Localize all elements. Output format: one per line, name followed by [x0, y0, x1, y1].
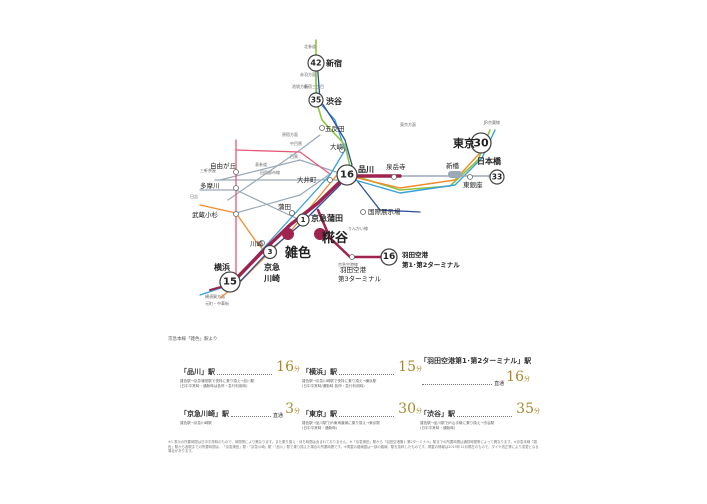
name-tamagawa: 多摩川	[200, 181, 220, 190]
tokyu-oimachi-line	[235, 149, 331, 175]
name-shimbashi: 新橋	[446, 161, 460, 170]
label-yokosuka: 横須賀方面	[205, 293, 225, 299]
zoshiki-marker	[282, 228, 294, 240]
name-musashi-kosugi: 武蔵小杉	[192, 210, 219, 219]
kojiya-marker	[314, 228, 326, 240]
name-keikyu-kawasaki-2: 川崎	[263, 273, 280, 283]
route-name: 「羽田空港第1･第2ターミナル」駅	[420, 357, 532, 365]
name-haneda-1: 羽田空港	[402, 250, 429, 259]
subway-line-2	[227, 134, 321, 201]
name-nihonbashi: 日本橋	[477, 156, 502, 166]
name-yokohama: 横浜	[214, 262, 230, 272]
name-osaki: 大崎	[330, 142, 344, 151]
label-nakameguro: 中目黒	[290, 140, 302, 146]
station-dot-gotanda	[319, 125, 325, 131]
name-kawasaki: 川崎	[250, 239, 264, 248]
name-keikyu-kamata: 京急蒲田	[311, 213, 343, 223]
station-dot-haneda3	[349, 254, 355, 260]
name-oimachi: 大井町	[297, 175, 317, 184]
name-jiyugaoka: 自由が丘	[210, 161, 237, 170]
label-motomachi: 元町・中華街	[205, 300, 229, 306]
station-dot-oimachi	[327, 177, 333, 183]
minutes-shinjuku: 42	[310, 59, 321, 68]
tokyu-ikegami-line	[235, 173, 331, 214]
name-haneda-2: 第1･第2ターミナル	[402, 260, 460, 269]
name-kokusai-tenjijo: 国際展示場	[368, 207, 401, 216]
route-name: 「横浜」駅	[302, 368, 337, 376]
label-hiyoshi: 日吉	[190, 194, 198, 199]
station-dot-kawasaki	[259, 240, 265, 246]
label-tokyo-dir: 東京方面	[400, 121, 416, 127]
keikyu-airport-line	[316, 208, 392, 259]
label-sangenjaya: 三軒茶屋	[200, 167, 216, 173]
name-keikyu-kawasaki-1: 京急	[264, 262, 280, 272]
minutes-shinagawa: 16	[340, 170, 354, 181]
station-dot-sengakuji	[391, 174, 397, 180]
label-keikyu-line: 京急空港線	[338, 261, 358, 267]
name-kamata: 蒲田	[278, 202, 291, 211]
shimbashi-marker	[448, 171, 462, 178]
jr-keihin-tohoku	[231, 59, 353, 291]
route-name: 「品川」駅	[180, 368, 215, 376]
label-kitasando: 北参道	[304, 43, 316, 49]
minutes-nihonbashi: 33	[492, 173, 502, 182]
station-dot-tamagawa	[233, 185, 239, 191]
label-kyoyo: JR京葉線	[483, 119, 500, 125]
route-name: 「渋谷」駅	[420, 410, 455, 418]
label-akabane: 赤羽方面	[300, 71, 316, 77]
footnote: ※1 表示の所要時間は日中平常時のもので、時間帯により異なります。また乗り換え・…	[168, 440, 539, 454]
name-shinjuku: 新宿	[326, 58, 342, 68]
name-sengakuji: 泉岳寺	[386, 162, 406, 171]
label-rinkai: りんかい線	[348, 225, 368, 231]
stop-markers: 42 35 30 33 16 1 3 15 16	[219, 54, 505, 293]
name-shibuya: 渋谷	[326, 96, 343, 106]
direction-labels: 北参道 池袋方面 新宿三丁目 赤羽方面 原宿方面 表参道 東京方面 三軒茶屋 田…	[190, 43, 500, 306]
label-harajuku: 原宿方面	[282, 131, 298, 137]
name-haneda3-2: 第3ターミナル	[338, 274, 382, 283]
station-dot-jiyugaoka	[233, 169, 239, 175]
label-meguro: 目黒	[290, 154, 298, 159]
minutes-haneda: 16	[383, 252, 396, 262]
label-omotesando: 表参道	[255, 161, 267, 167]
name-kojiya: 糀谷	[322, 230, 349, 246]
station-dot-musashikosugi	[233, 211, 239, 217]
minutes-keikyu-kamata: 1	[301, 216, 306, 224]
rinkai-line	[354, 177, 421, 213]
minutes-yokohama: 15	[223, 277, 237, 288]
minutes-tokyo: 30	[473, 137, 489, 150]
tokyu-meguro-line	[219, 159, 346, 181]
name-tokyo: 東京	[453, 136, 475, 150]
name-gotanda: 五反田	[325, 124, 345, 133]
name-higashi-ginza: 東銀座	[463, 180, 483, 189]
route-name: 「東京」駅	[302, 410, 337, 418]
minutes-shibuya: 35	[311, 96, 321, 105]
label-ikebukuro: 池袋方面	[292, 83, 308, 89]
railway-route-map: 北参道 池袋方面 新宿三丁目 赤羽方面 原宿方面 表参道 東京方面 三軒茶屋 田…	[190, 39, 505, 306]
station-names: 新宿 渋谷 東京 日本橋 品川 京急蒲田 雑色 糀谷 京急 川崎 横浜 羽田空港…	[192, 58, 502, 283]
routes-title: 京急本線「雑色」駅より	[168, 337, 218, 342]
route-name: 「京急川崎」駅	[180, 410, 229, 418]
station-dot-kamata	[289, 210, 295, 216]
name-shinagawa: 品川	[358, 165, 374, 174]
station-dot-higashiginza	[467, 174, 473, 180]
label-shinjuku3: 新宿三丁目	[304, 83, 324, 89]
yokosuka-line	[199, 59, 346, 296]
name-zoshiki: 雑色	[284, 245, 311, 261]
name-haneda3-1: 羽田空港	[340, 265, 367, 274]
minutes-keikyu-kawasaki: 3	[268, 248, 273, 256]
station-dot-kokusai	[360, 209, 366, 215]
label-denentoshi: 田園都市線	[260, 169, 280, 175]
station-dot-osaki	[339, 147, 345, 153]
